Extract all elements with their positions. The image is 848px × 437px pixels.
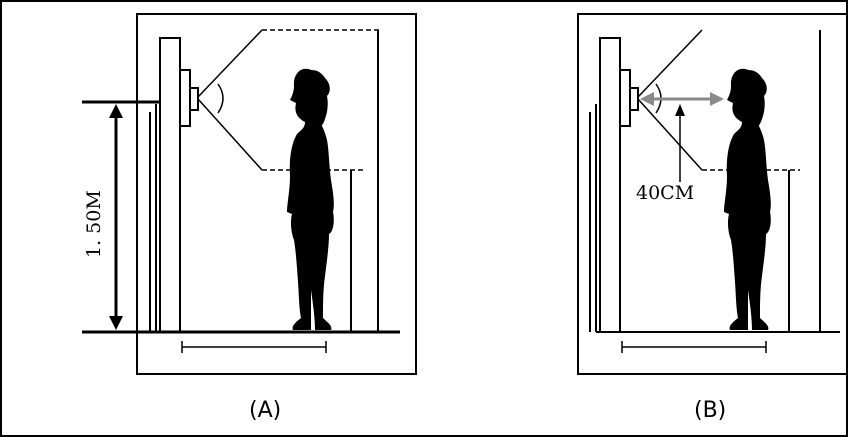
panel-b-fov-top [637, 29, 703, 98]
panel-a: 1. 50M [82, 13, 417, 375]
panel-b-fov-bottom [637, 98, 703, 171]
panel-a-box [136, 13, 417, 375]
panel-a-caption: (A) [249, 398, 282, 423]
panel-a-device [179, 69, 191, 127]
panel-b-distance-label: 40CM [636, 182, 694, 204]
panel-a-person-silhouette [287, 68, 334, 330]
panel-a-wall [159, 37, 181, 333]
panel-a-fov-top [197, 29, 263, 98]
panel-a-fov-bottom [197, 98, 263, 171]
panel-b-person-silhouette [724, 68, 771, 330]
panel-a-camera [189, 87, 199, 111]
panel-b-wall [599, 37, 621, 333]
panel-a-fov-angle [217, 83, 224, 114]
panel-b: 40CM [577, 13, 848, 375]
panel-b-distance-arrow [640, 92, 724, 106]
panel-a-height-arrow-bottom [109, 316, 123, 330]
panel-b-pointer-arrow [675, 104, 685, 182]
panel-b-box [577, 13, 848, 375]
panel-b-caption: (B) [694, 398, 727, 423]
panel-b-device [619, 69, 631, 127]
panel-a-height-label: 1. 50M [83, 190, 105, 258]
panel-a-height-arrow-top [109, 104, 123, 118]
panel-b-camera [629, 87, 639, 111]
